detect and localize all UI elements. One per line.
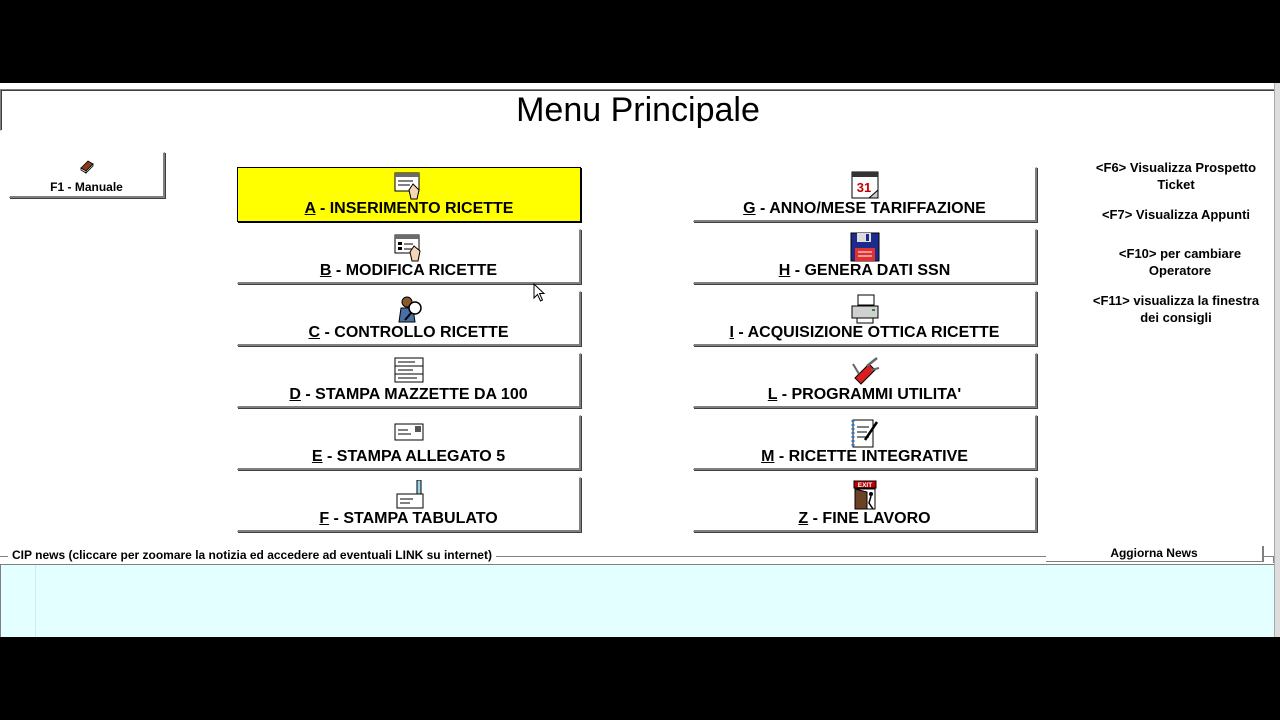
menu-label: - RICETTE INTEGRATIVE [774, 448, 968, 465]
menu-button-modifica-ricette[interactable]: B - MODIFICA RICETTE [237, 229, 581, 284]
calendar-icon: 31 [851, 171, 878, 199]
menu-key: A [304, 200, 316, 217]
envelope-icon [394, 423, 423, 441]
mouse-cursor-icon [533, 283, 546, 302]
magnifier-person-icon [397, 296, 422, 323]
page-title: Menu Principale [0, 89, 1276, 131]
menu-key: F [319, 510, 330, 527]
hint-f6: <F6> Visualizza Prospetto Ticket [1095, 160, 1257, 192]
menu-button-ricette-integrative[interactable]: M - RICETTE INTEGRATIVE [693, 415, 1037, 470]
menu-button-acquisizione-ottica[interactable]: I - ACQUISIZIONE OTTICA RICETTE [693, 291, 1037, 346]
menu-key: L [767, 386, 778, 403]
news-caption: CIP news (cliccare per zoomare la notizi… [8, 548, 496, 562]
menu-button-fine-lavoro[interactable]: EXIT Z - FINE LAVORO [693, 477, 1037, 532]
manual-button[interactable]: F1 - Manuale [9, 152, 165, 198]
menu-key: B [319, 262, 332, 279]
exit-sign-text: EXIT [857, 482, 871, 489]
menu-button-programmi-utilita[interactable]: L - PROGRAMMI UTILITA' [693, 353, 1037, 408]
calendar-day: 31 [856, 180, 870, 195]
menu-button-stampa-mazzette[interactable]: D - STAMPA MAZZETTE DA 100 [237, 353, 581, 408]
hint-f11: <F11> visualizza la finestra dei consigl… [1092, 293, 1260, 325]
floppy-disk-icon [850, 232, 879, 262]
menu-label: - STAMPA MAZZETTE DA 100 [300, 386, 528, 403]
hint-f10: <F10> per cambiare Operatore [1118, 246, 1242, 278]
news-area[interactable] [0, 564, 1274, 637]
printout-icon [396, 480, 423, 509]
menu-button-stampa-allegato[interactable]: E - STAMPA ALLEGATO 5 [237, 415, 581, 470]
right-edge-scrollbar[interactable] [1274, 83, 1280, 637]
book-icon [79, 160, 94, 174]
menu-button-anno-mese-tariffazione[interactable]: 31 G - ANNO/MESE TARIFFAZIONE [693, 167, 1037, 222]
menu-button-controllo-ricette[interactable]: C - CONTROLLO RICETTE [237, 291, 581, 346]
menu-label: - INSERIMENTO RICETTE [315, 200, 514, 217]
menu-key: E [311, 448, 323, 465]
menu-label: - GENERA DATI SSN [790, 262, 951, 279]
scanner-icon [851, 294, 878, 324]
stacked-papers-icon [394, 357, 423, 383]
hint-f7: <F7> Visualizza Appunti [1101, 207, 1251, 222]
exit-door-icon: EXIT [853, 480, 876, 510]
menu-label: - ANNO/MESE TARIFFAZIONE [755, 200, 986, 217]
menu-label: - FINE LAVORO [808, 510, 931, 527]
menu-key: G [743, 200, 756, 217]
menu-key: I [729, 324, 734, 341]
menu-label: - STAMPA ALLEGATO 5 [322, 448, 506, 465]
menu-key: C [308, 324, 321, 341]
menu-button-inserimento-ricette[interactable]: A - INSERIMENTO RICETTE [237, 167, 581, 222]
refresh-news-button[interactable]: Aggiorna News [1046, 546, 1264, 562]
menu-key: M [761, 448, 775, 465]
swiss-knife-icon [851, 357, 879, 385]
menu-key: H [778, 262, 791, 279]
news-content[interactable] [35, 565, 1273, 637]
notepad-pen-icon [851, 419, 878, 448]
menu-label: - ACQUISIZIONE OTTICA RICETTE [733, 324, 1000, 341]
main-window: Menu Principale F1 - Manuale A - INSERIM… [0, 83, 1280, 637]
news-frame [0, 556, 1274, 563]
manual-label: F1 - Manuale [50, 180, 123, 194]
menu-label: - MODIFICA RICETTE [331, 262, 498, 279]
menu-label: - STAMPA TABULATO [329, 510, 498, 527]
menu-button-genera-dati-ssn[interactable]: H - GENERA DATI SSN [693, 229, 1037, 284]
menu-label: - CONTROLLO RICETTE [320, 324, 509, 341]
form-pen-icon [394, 172, 420, 200]
menu-key: Z [798, 510, 809, 527]
menu-label: - PROGRAMMI UTILITA' [777, 386, 962, 403]
menu-button-stampa-tabulato[interactable]: F - STAMPA TABULATO [237, 477, 581, 532]
form-edit-icon [394, 234, 421, 262]
menu-key: D [289, 386, 301, 403]
